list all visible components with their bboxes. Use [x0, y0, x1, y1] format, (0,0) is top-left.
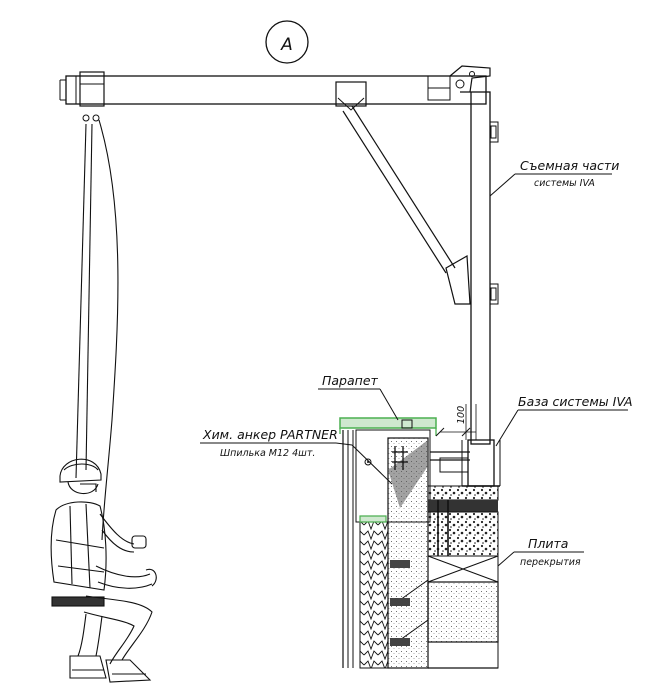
view-label-text: A: [280, 35, 293, 55]
dimension-value: 100: [456, 406, 467, 424]
callout-parapet: Парапет: [318, 373, 399, 421]
callout-removable-line1: Съемная части: [520, 158, 619, 173]
building-section: [339, 417, 501, 669]
callout-anchor-line2: Шпилька М12 4шт.: [220, 448, 315, 459]
callout-slab-line2: перекрытия: [520, 557, 581, 568]
callout-base: База системы IVA: [495, 394, 633, 447]
diagonal-brace: [342, 105, 471, 305]
mast-hinge: [449, 65, 491, 93]
callout-slab: Плита перекрытия: [497, 536, 584, 568]
callout-removable-part: Съемная части системы IVA: [489, 158, 619, 197]
callout-slab-line1: Плита: [528, 536, 568, 551]
horizontal-boom: [59, 71, 487, 111]
view-label: A: [265, 20, 309, 64]
callout-removable-line2: системы IVA: [534, 178, 595, 189]
callout-anchor: Хим. анкер PARTNER Шпилька М12 4шт.: [200, 427, 393, 485]
callout-base-line1: База системы IVA: [518, 394, 633, 409]
callout-anchor-line1: Хим. анкер PARTNER: [202, 427, 338, 442]
callout-parapet-line1: Парапет: [322, 373, 379, 388]
worker-figure: [50, 458, 157, 683]
rope-lines: [75, 114, 119, 541]
vertical-mast: [470, 91, 499, 445]
dimension-100: 100: [435, 404, 477, 440]
